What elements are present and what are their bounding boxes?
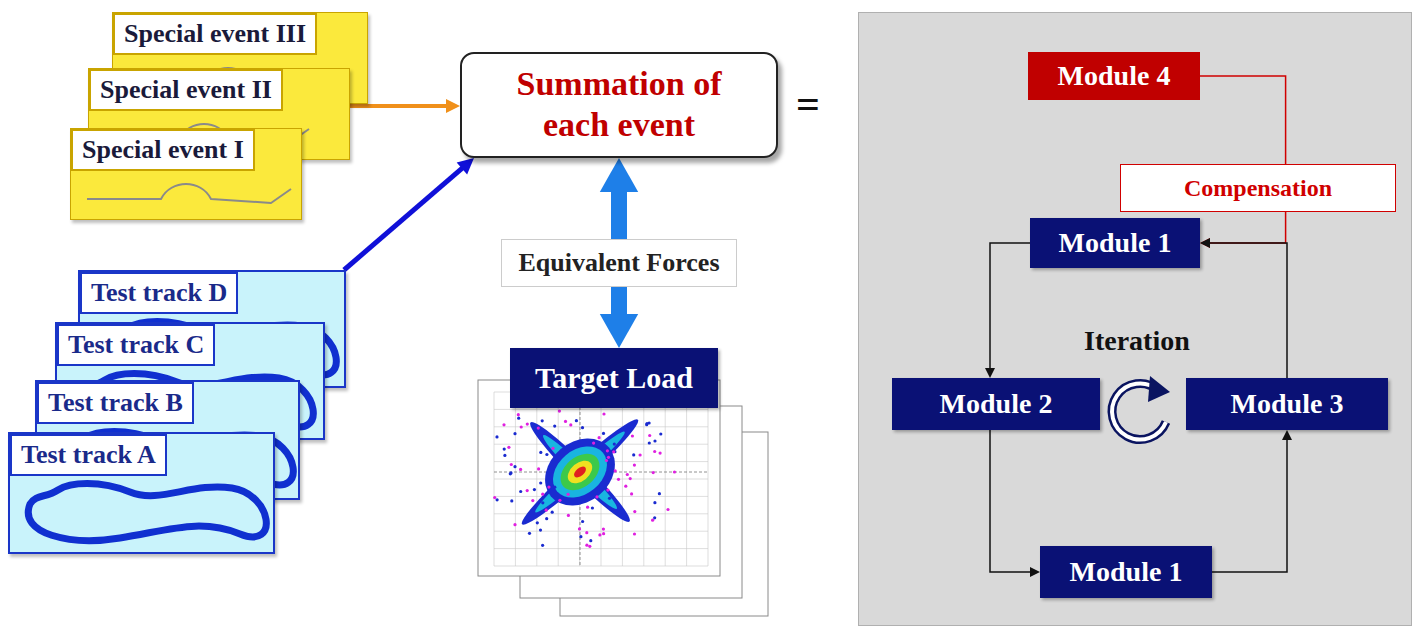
- node-text: Module 1: [1070, 555, 1183, 589]
- connector: [344, 158, 474, 270]
- node-text: Special event III: [113, 13, 317, 55]
- chart-sheet: [478, 380, 720, 576]
- connector: [1212, 430, 1292, 572]
- node-text: Test track D: [80, 272, 238, 314]
- scatter-dots: [493, 393, 676, 548]
- node-text: Special event I: [71, 129, 255, 171]
- module-box: Module 1: [1030, 218, 1200, 268]
- node-text: Module 2: [940, 387, 1053, 421]
- module-box: Module 2: [892, 378, 1100, 430]
- node-text: Compensation: [1184, 174, 1332, 203]
- summation-box: Summation of each event: [460, 52, 778, 158]
- node-text: Special event II: [89, 69, 283, 111]
- event-card: Special event I: [70, 128, 302, 220]
- connector: [990, 430, 1040, 577]
- module-box: Module 4: [1028, 52, 1200, 100]
- node-text: Test track C: [57, 324, 215, 366]
- node-text: Module 3: [1231, 387, 1344, 421]
- compensation-box: Compensation: [1120, 164, 1396, 212]
- node-text: Module 4: [1058, 59, 1171, 93]
- connector: [1200, 76, 1286, 164]
- module-box: Module 3: [1186, 378, 1388, 430]
- connector: [985, 243, 1030, 378]
- iteration-label: Iteration: [1084, 325, 1190, 357]
- edge-label: Equivalent Forces: [501, 239, 736, 287]
- node-text: Target Load: [535, 360, 693, 396]
- grey-panel: [858, 12, 1412, 626]
- module-box: Module 1: [1040, 546, 1212, 598]
- chart-grid: [494, 392, 708, 566]
- target-box: Target Load: [510, 348, 718, 408]
- node-text: Module 1: [1059, 226, 1172, 260]
- node-text: Summation of each event: [480, 64, 758, 146]
- connector: [1200, 238, 1287, 378]
- track-card: Test track A: [8, 432, 275, 554]
- scatter-density: [516, 413, 644, 531]
- iteration-icon: [1112, 376, 1170, 439]
- node-text: Test track A: [10, 434, 167, 476]
- node-text: Test track B: [37, 382, 194, 424]
- equals-sign: =: [796, 80, 820, 128]
